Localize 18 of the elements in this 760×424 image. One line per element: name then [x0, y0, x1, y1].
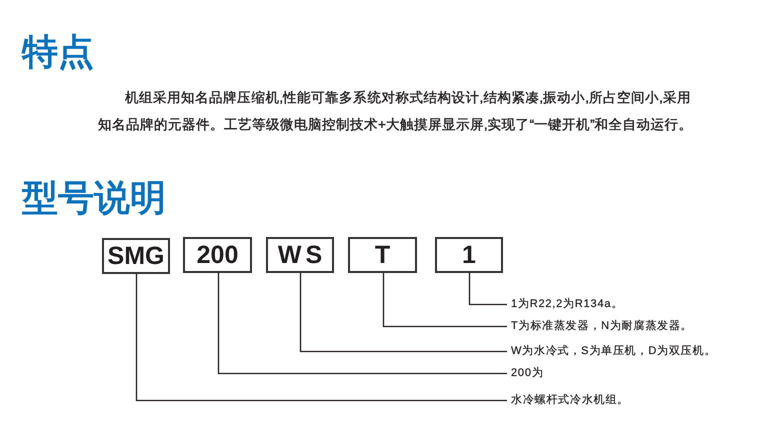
- explanation-text: 1为R22,2为R134a。: [507, 297, 624, 311]
- explanation-text: 200为: [507, 366, 544, 380]
- code-box: 1: [435, 237, 503, 273]
- code-box: WS: [266, 237, 334, 273]
- leader-line: [136, 274, 507, 402]
- explanation-text: T为标准蒸发器，N为耐腐蒸发器。: [507, 319, 692, 333]
- explanation-text: 水冷螺杆式冷水机组。: [507, 393, 629, 407]
- leader-line: [382, 273, 507, 328]
- leader-line: [300, 273, 507, 352]
- code-box: T: [348, 237, 417, 273]
- code-box: 200: [183, 237, 252, 273]
- leader-line: [218, 273, 507, 374]
- leader-line: [468, 273, 507, 306]
- section-heading: 型号说明: [22, 179, 166, 219]
- code-box: SMG: [102, 238, 170, 274]
- section-heading: 特点: [22, 33, 94, 73]
- explanation-text: W为水冷式，S为单压机，D为双压机。: [507, 344, 716, 358]
- paragraph: 机组采用知名品牌压缩机,性能可靠多系统对称式结构设计,结构紧凑,振动小,所占空间小,采用知名品牌的元器件。工艺等级微电脑控制技术+大触摸屏显示屏,实现了“一键开机”和全自动运行。: [98, 89, 694, 134]
